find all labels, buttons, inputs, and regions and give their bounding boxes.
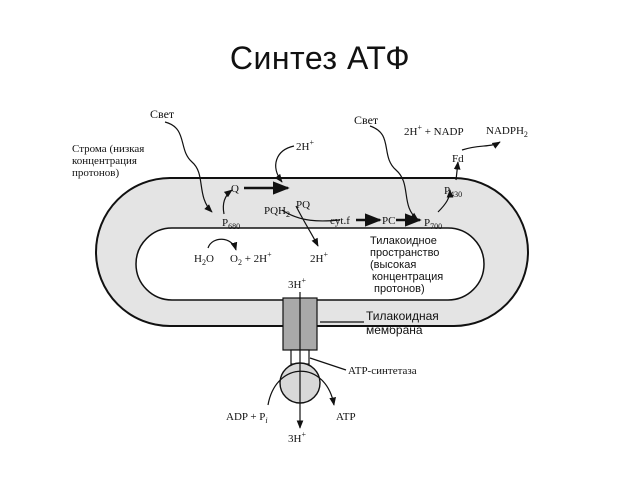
- nadp-label: 2H+ + NADP: [404, 123, 464, 138]
- lumen-label-line3: (высокая: [370, 259, 416, 271]
- proton-label-bottom: 3H+: [288, 430, 306, 445]
- pqh2-label: PQH2: [264, 205, 290, 219]
- proton-label-top: 2H+: [296, 138, 314, 153]
- arrow-p700-p430: [437, 189, 454, 213]
- membrane-label-line1: Тилакоидная: [366, 309, 439, 323]
- adp-to-atp-arrow: [267, 370, 336, 406]
- nadph-label: NADPH2: [486, 125, 528, 139]
- fd-label: Fd: [452, 153, 464, 165]
- slide-title: Синтез АТФ: [229, 40, 411, 76]
- pc-label: PC: [382, 215, 395, 227]
- stroma-label-line2: концентрация: [72, 155, 137, 167]
- proton-label-channel-top: 3H+: [288, 276, 306, 291]
- cytf-label: cyt.f: [330, 215, 350, 227]
- lumen-label-line5: протонов): [374, 283, 425, 295]
- arrow-pq-to-lumen: [295, 205, 319, 247]
- atp-synthase-label: ATP-синтетаза: [348, 365, 417, 377]
- stroma-label-line1: Строма (низкая: [72, 143, 144, 155]
- arrow-2h-to-pq: [274, 145, 295, 183]
- arrow-p430-fd: [453, 161, 461, 181]
- proton-label-lumen: 2H+: [310, 250, 328, 265]
- water-split-arrow: [207, 238, 238, 251]
- atp-label: ATP: [336, 411, 356, 423]
- stroma-label-line3: протонов): [72, 167, 119, 179]
- pointer-atp-synthase: [309, 357, 347, 371]
- water-label: H2O: [194, 253, 214, 267]
- light-arrow-left: [164, 121, 213, 213]
- lumen-label-line1: Тилакоидное: [370, 235, 437, 247]
- membrane-label-line2: мембрана: [366, 323, 423, 337]
- arrow-fd-nadph: [461, 141, 501, 151]
- p680-label: P680: [222, 217, 240, 231]
- light-arrow-right: [369, 125, 419, 221]
- lumen-label-line2: пространство: [370, 247, 439, 259]
- light-label-left: Свет: [150, 107, 175, 121]
- arrow-pqh-cytf: [281, 209, 341, 222]
- arrow-p680-q: [222, 189, 233, 215]
- p430-label: P430: [444, 185, 462, 199]
- q-label: Q: [231, 183, 239, 195]
- p700-label: P700: [424, 217, 442, 231]
- oxygen-label: O2 + 2H+: [230, 250, 272, 267]
- pq-label: PQ: [296, 199, 310, 211]
- light-label-right: Свет: [354, 113, 379, 127]
- lumen-label-line4: концентрация: [372, 271, 443, 283]
- adp-label: ADP + Pi: [226, 411, 268, 425]
